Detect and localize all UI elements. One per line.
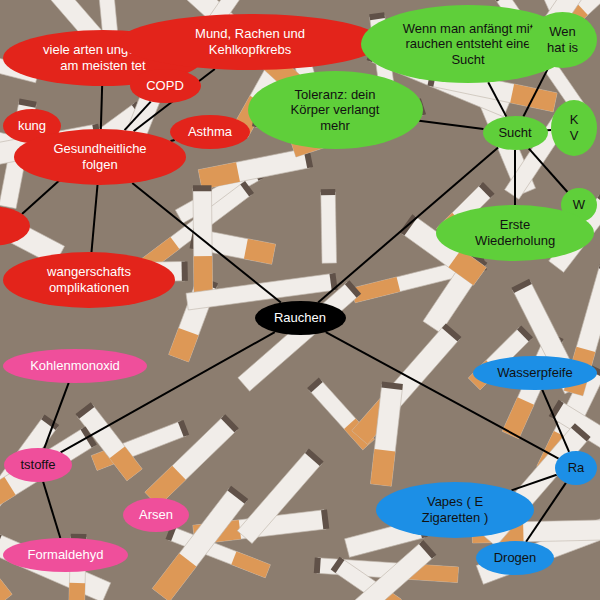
leader-line <box>22 178 62 214</box>
topic-ellipse: Arsen <box>123 498 189 532</box>
connector-line <box>514 150 516 205</box>
topic-text: Ra <box>568 460 585 476</box>
connector-line <box>511 475 556 491</box>
topic-text: Sucht <box>498 125 531 141</box>
connector-line <box>44 383 68 448</box>
topic-text: Kohlenmonoxid <box>30 358 120 374</box>
topic-ellipse: Erste Wiederholung <box>436 205 594 261</box>
topic-text: Drogen <box>494 550 537 566</box>
topic-text: Vapes ( E Zigaretten ) <box>405 494 505 525</box>
topic-text: Gesundheitliche folgen <box>45 141 155 172</box>
topic-ellipse: Drogen <box>476 541 554 575</box>
topic-ellipse: Sucht <box>483 116 548 150</box>
topic-ellipse: Formaldehyd <box>3 538 128 572</box>
topic-ellipse: Ra <box>555 451 597 485</box>
topic-text: Erste Wiederholung <box>465 217 565 248</box>
topic-ellipse: Wasserpfeife <box>473 356 597 390</box>
topic-ellipse: wangerschafts omplikationen <box>3 252 175 308</box>
connector-line <box>125 102 151 131</box>
topic-text: Rauchen <box>274 310 326 326</box>
topic-text: Asthma <box>188 124 232 140</box>
topic-text: Mund, Rachen und Kehlkopfkrebs <box>163 26 338 57</box>
connector-line <box>101 86 102 129</box>
connector-line <box>488 82 506 116</box>
connector-line <box>529 148 568 192</box>
topic-ellipse: tstoffe <box>4 448 72 482</box>
topic-ellipse: Mund, Rachen und Kehlkopfkrebs <box>119 14 382 70</box>
topic-ellipse: Gesundheitliche folgen <box>14 129 186 185</box>
topic-ellipse: K V <box>551 100 597 156</box>
topic-text: wangerschafts omplikationen <box>34 264 144 295</box>
topic-ellipse: Rauchen <box>255 301 346 335</box>
topic-text: Wasserpfeife <box>497 365 572 381</box>
topic-ellipse: Vapes ( E Zigaretten ) <box>376 482 534 538</box>
topic-text: W <box>573 197 585 213</box>
topic-ellipse: Kohlenmonoxid <box>3 349 147 383</box>
topic-ellipse: Wen hat is <box>528 12 597 68</box>
connector-line <box>326 332 559 459</box>
cut-ellipse <box>0 206 30 246</box>
topic-ellipse: COPD <box>130 69 201 103</box>
connector-line <box>419 121 483 129</box>
connector-line <box>542 390 569 452</box>
topic-text: kung <box>18 118 46 134</box>
topic-text: Toleranz: dein Körper verlangt mehr <box>279 87 391 134</box>
connector-line <box>43 482 60 538</box>
topic-text: Formaldehyd <box>28 547 104 563</box>
topic-text: COPD <box>146 78 184 94</box>
topic-text: Arsen <box>139 507 173 523</box>
topic-text: Wen hat is <box>545 24 581 55</box>
topic-ellipse: Toleranz: dein Körper verlangt mehr <box>248 71 423 149</box>
topic-text: K V <box>564 112 584 143</box>
topic-ellipse: Asthma <box>170 115 250 149</box>
topic-text: Wenn man anfängt mit rauchen entsteht ei… <box>398 21 538 68</box>
connector-line <box>92 185 98 252</box>
topic-text: tstoffe <box>20 457 55 473</box>
